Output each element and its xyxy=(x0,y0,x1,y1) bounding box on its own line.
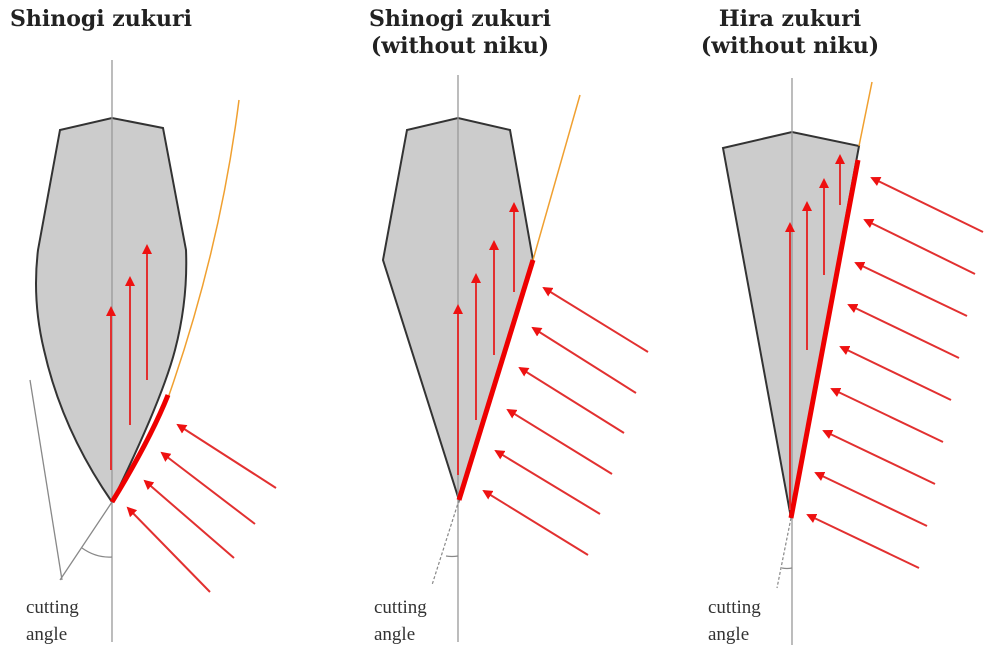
external-force-arrow xyxy=(870,177,984,233)
external-force-arrow xyxy=(839,345,952,401)
panel-2-title-line1: Shinogi zukuri xyxy=(369,6,551,32)
external-force-arrow xyxy=(814,471,928,527)
angle-line xyxy=(59,501,113,581)
cutting-edge xyxy=(109,394,171,504)
external-force-arrow xyxy=(482,489,589,556)
panel-2-caption: cutting angle xyxy=(374,594,427,648)
tangent-line xyxy=(532,94,581,261)
external-force-arrow xyxy=(160,451,256,525)
panel-3-title: Hira zukuri (without niku) xyxy=(690,6,890,60)
external-force-arrow xyxy=(143,479,235,559)
external-force-arrow xyxy=(830,387,944,443)
angle-line xyxy=(776,517,792,589)
panel-1-diagram xyxy=(29,60,277,642)
panel-1-caption-line1: cutting xyxy=(26,597,79,618)
panel-3-diagram xyxy=(721,78,984,645)
external-force-arrow xyxy=(126,506,211,593)
angle-reference-line xyxy=(29,379,63,581)
panel-3-title-line1: Hira zukuri xyxy=(718,6,862,32)
angle-arc xyxy=(81,547,113,558)
external-force-arrow xyxy=(806,513,920,569)
panel-3-caption-line2: angle xyxy=(708,624,750,645)
panel-3-caption-line1: cutting xyxy=(708,597,761,618)
panel-3-caption: cutting angle xyxy=(708,594,761,648)
external-force-arrow xyxy=(847,303,960,359)
external-force-arrow xyxy=(518,366,625,434)
external-force-arrow xyxy=(494,449,601,515)
external-force-arrow xyxy=(822,429,936,485)
panel-1-title-line1: Shinogi zukuri xyxy=(10,6,192,32)
cutting-edge xyxy=(456,259,536,501)
angle-line xyxy=(431,499,460,586)
external-force-arrow xyxy=(542,286,649,353)
panel-2-title-line2: (without niku) xyxy=(370,33,550,59)
external-force-arrow xyxy=(506,408,613,475)
panel-1-title: Shinogi zukuri xyxy=(10,6,192,33)
panel-1-caption: cutting angle xyxy=(26,594,79,648)
cutting-edge xyxy=(788,159,861,519)
tangent-line xyxy=(167,99,240,399)
angle-arc xyxy=(781,567,793,570)
external-force-arrow xyxy=(531,326,637,394)
panel-2-caption-line2: angle xyxy=(374,624,416,645)
panel-2-diagram xyxy=(381,75,649,642)
external-force-arrow xyxy=(854,261,968,317)
panel-2-caption-line1: cutting xyxy=(374,597,427,618)
angle-arc xyxy=(445,555,459,558)
panel-3-title-line2: (without niku) xyxy=(700,33,880,59)
tangent-line xyxy=(858,81,873,147)
external-force-arrow xyxy=(863,219,976,275)
panel-2-title: Shinogi zukuri (without niku) xyxy=(360,6,560,60)
external-force-arrow xyxy=(176,423,277,489)
panel-1-caption-line2: angle xyxy=(26,624,68,645)
